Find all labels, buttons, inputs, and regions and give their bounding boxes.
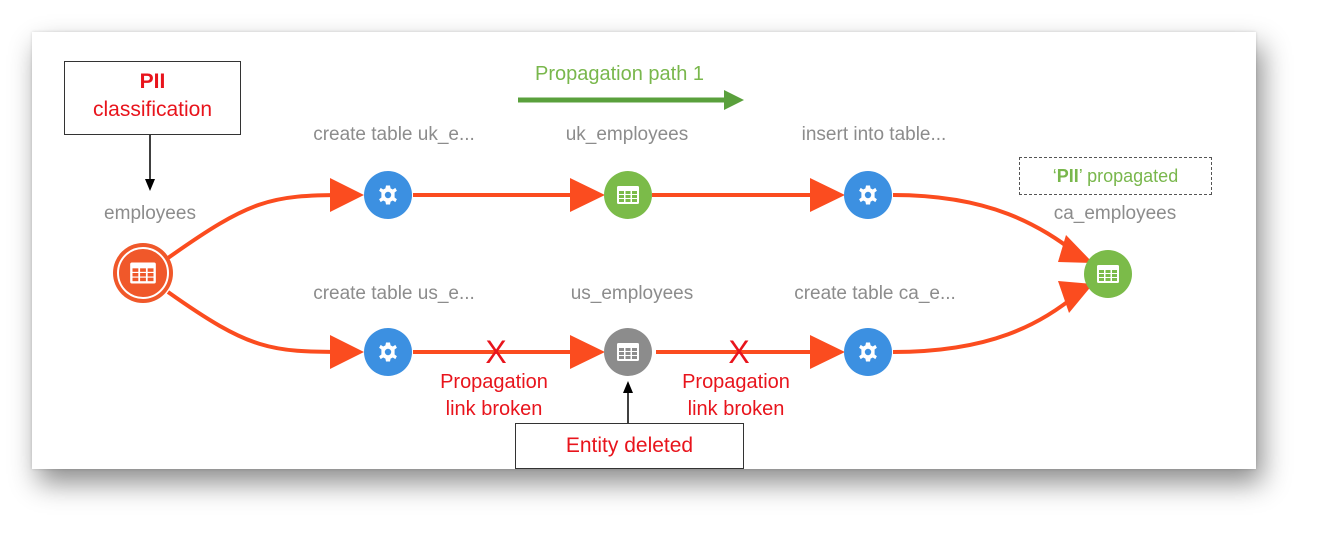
node-label-uk-employees: uk_employees [565,124,689,145]
broken-link-line1: Propagation [682,371,790,393]
propagated-tag: PII [1056,166,1079,186]
edge-employees-to-create-us [166,290,346,354]
node-label-create-uk: create table uk_e... [313,124,475,145]
propagation-path-label: Propagation path 1 [535,63,705,85]
broken-link-x-1: X [485,334,506,370]
table-icon [617,186,639,204]
arrowhead-ca-employees-top [1058,235,1093,263]
node-label-insert-into: insert into table... [801,124,947,145]
edge-employees-to-create-uk [166,193,346,260]
quote-open: ‘ [1052,166,1057,186]
arrowhead-create-ca [810,335,845,369]
node-us-employees[interactable] [604,328,652,376]
arrowhead-create-us [330,335,364,369]
node-create-ca[interactable] [844,328,892,376]
broken-link-line2: link broken [445,398,543,420]
arrowhead-insert [810,178,845,212]
node-label-create-us: create table us_e... [313,283,475,304]
node-label-ca-employees: ca_employees [1053,203,1177,224]
quote-close: ’ [1078,166,1083,186]
arrowhead-us-employees [570,335,605,369]
node-insert-into[interactable] [844,171,892,219]
node-label-us-employees: us_employees [570,283,694,304]
classification-pointer-head [145,179,155,191]
node-create-us[interactable] [364,328,412,376]
deleted-pointer-head [623,381,633,393]
table-icon [130,262,156,284]
table-icon [617,343,639,361]
arrowhead-ca-employees-bottom [1058,281,1093,313]
edge-create-ca-to-ca-employees [892,290,1082,354]
broken-link-label-1: Propagation link broken [440,369,548,423]
pii-propagated-badge: ‘PII’ propagated [1019,157,1212,195]
node-uk-employees[interactable] [604,171,652,219]
broken-link-line1: Propagation [440,371,548,393]
broken-link-line2: link broken [687,398,785,420]
node-label-create-ca: create table ca_e... [794,283,956,304]
broken-link-label-2: Propagation link broken [682,369,790,423]
classification-text: classification [92,98,213,121]
edge-insert-to-ca-employees [892,193,1082,258]
node-create-uk[interactable] [364,171,412,219]
node-ca-employees[interactable] [1084,250,1132,298]
broken-link-x-2: X [728,334,749,370]
pii-classification-box: PII classification [64,61,241,135]
pii-tag: PII [139,70,166,93]
arrowhead-uk-employees [570,178,605,212]
node-employees[interactable] [113,243,173,303]
table-icon [1097,265,1119,283]
arrowhead-create-uk [330,178,364,212]
node-label-employees: employees [104,203,196,224]
propagated-text: propagated [1082,166,1179,186]
entity-deleted-box: Entity deleted [515,423,744,469]
propagation-path-arrowhead [724,90,744,110]
